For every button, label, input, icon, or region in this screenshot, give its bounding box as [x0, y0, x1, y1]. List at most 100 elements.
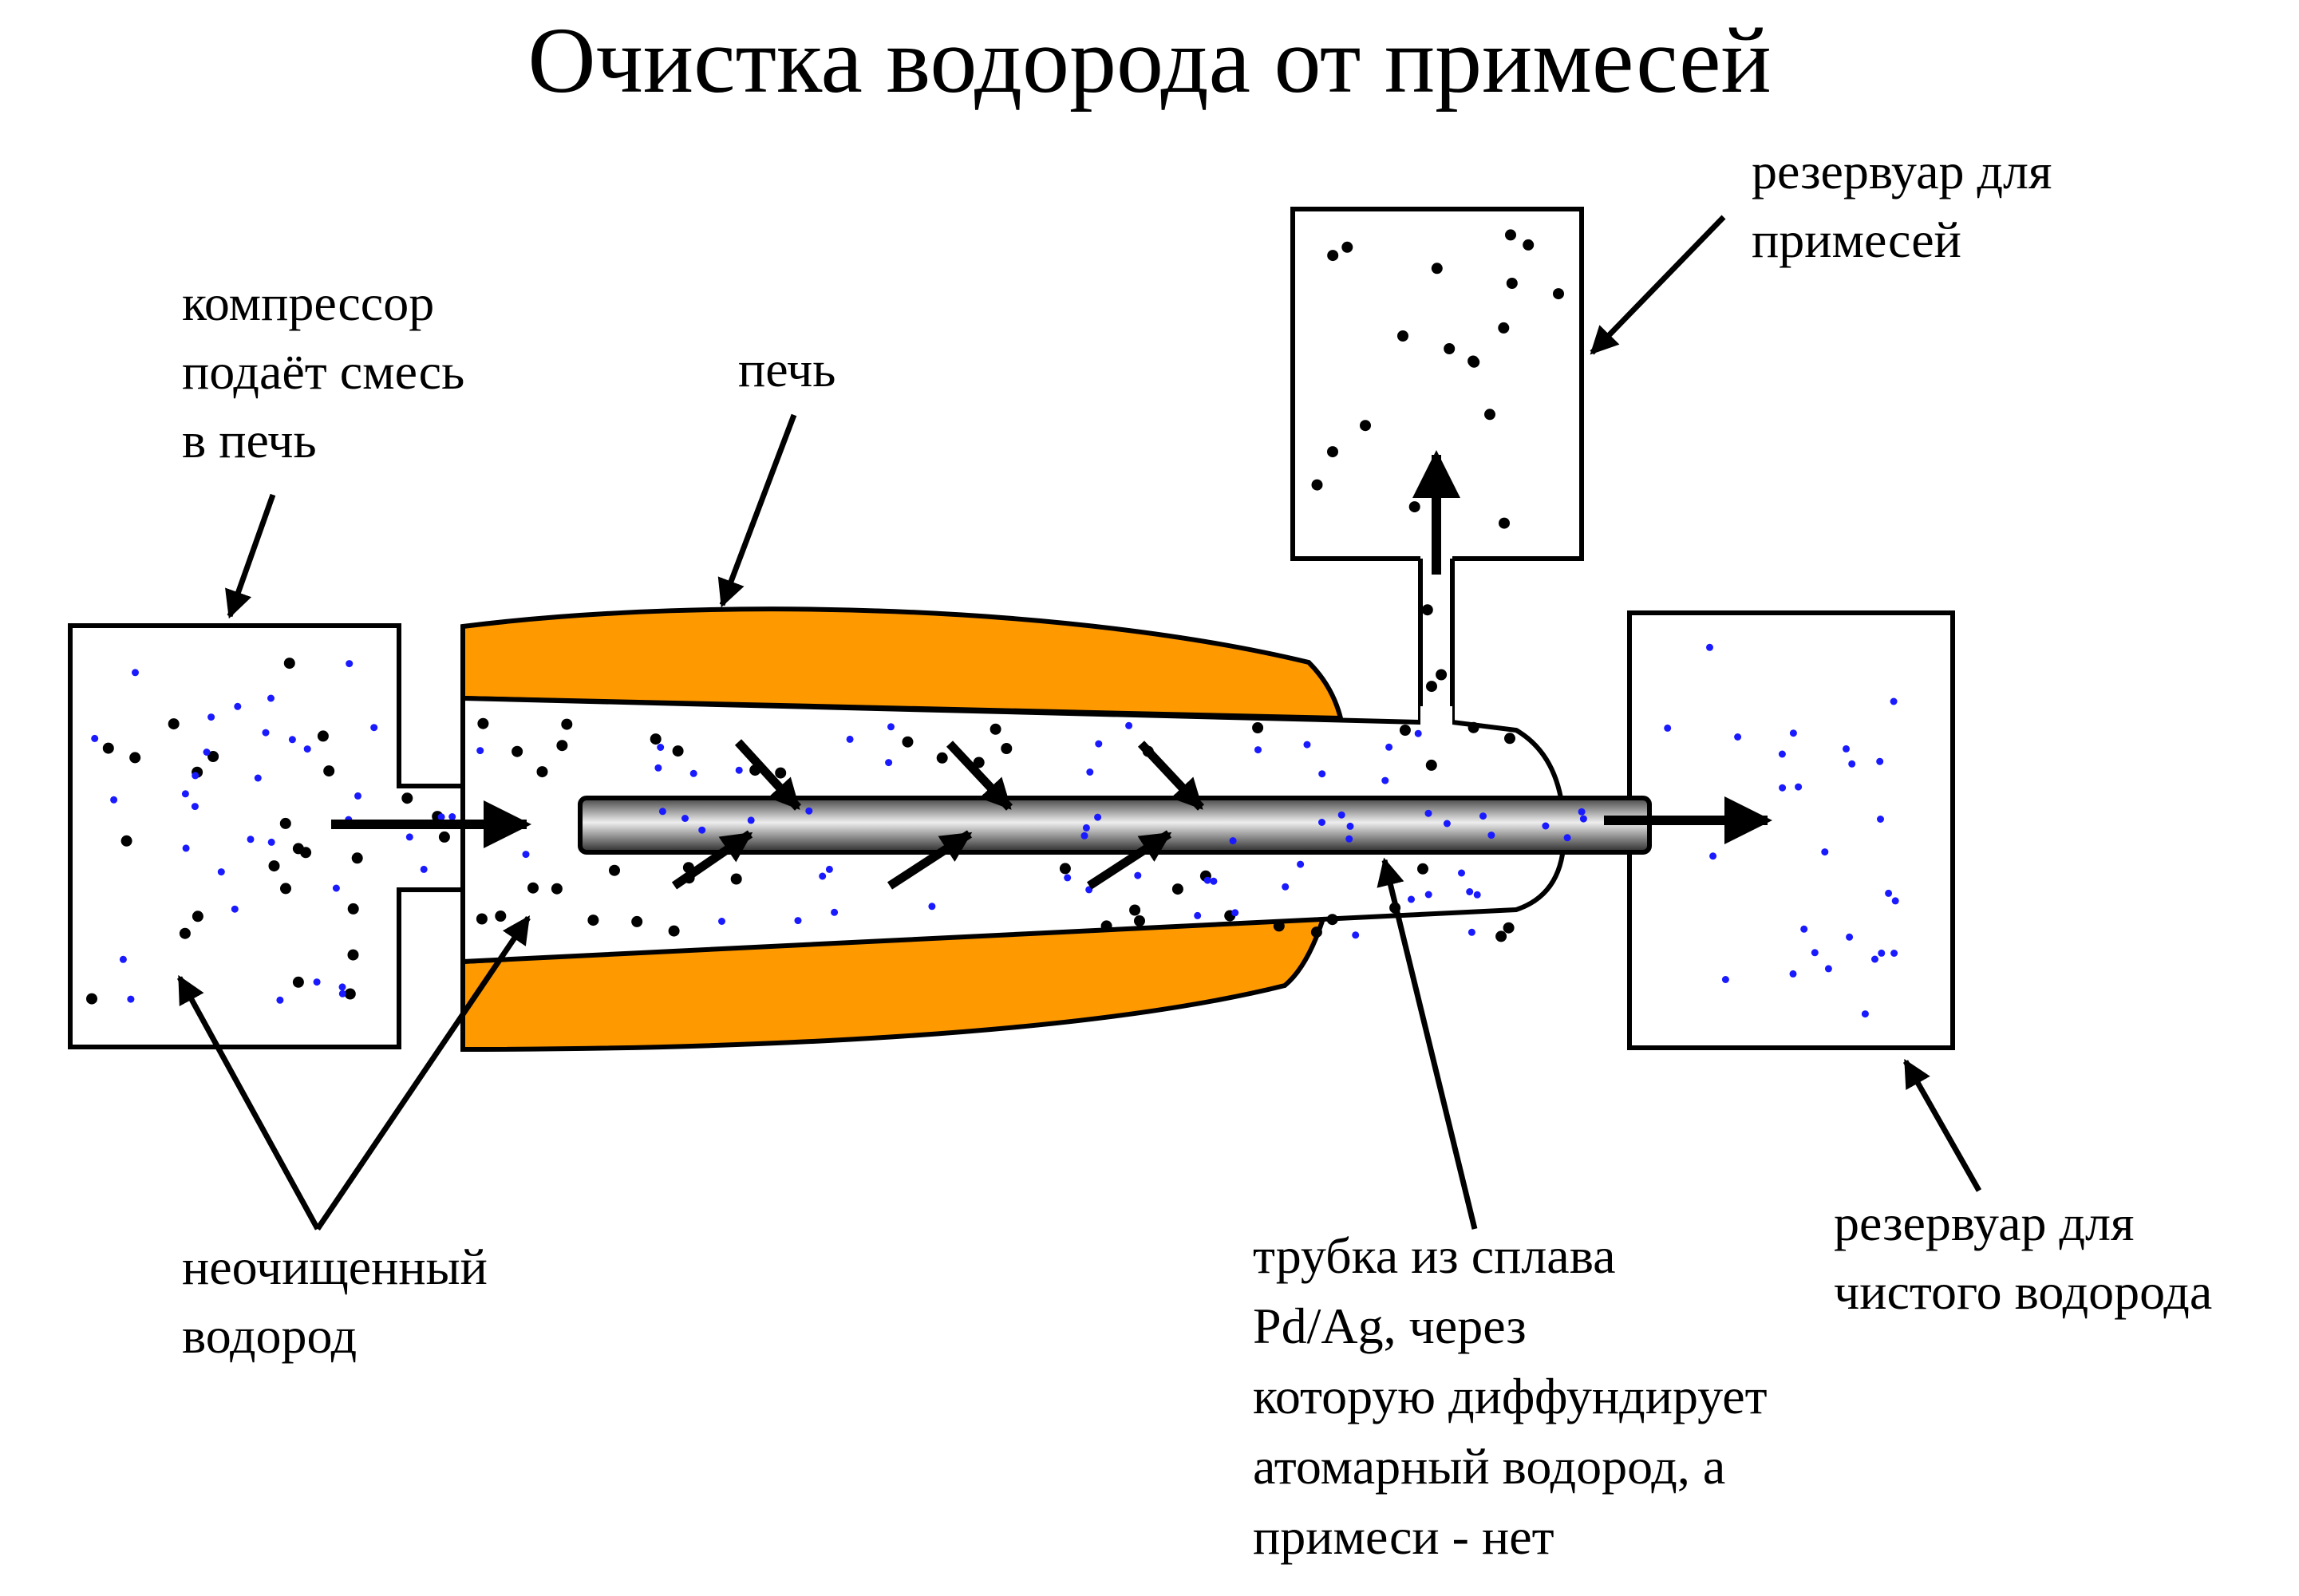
hydrogen-particle — [231, 905, 239, 913]
hydrogen-particle — [1876, 757, 1884, 765]
impurity-particle — [292, 976, 304, 988]
hydrogen-particle — [805, 807, 813, 815]
label-line: водород — [182, 1307, 357, 1364]
diffusion-arrow — [1087, 830, 1172, 890]
impurity-particle — [1399, 725, 1411, 736]
hydrogen-particle — [1848, 760, 1856, 768]
hydrogen-particle — [1318, 819, 1325, 826]
impurity-particle — [730, 873, 742, 885]
impurity-particle — [1327, 446, 1338, 458]
diffusion-arrow — [671, 830, 753, 890]
impurity-particle — [283, 658, 295, 670]
impurity-particle — [1059, 863, 1071, 875]
impurity-particle — [347, 949, 359, 961]
hydrogen-particle — [1877, 816, 1884, 823]
hydrogen-particle — [346, 660, 354, 668]
impurity-particle — [1326, 914, 1338, 926]
impurity-particle — [1252, 722, 1264, 733]
impurity-particle — [192, 911, 203, 922]
impurity-particle — [556, 740, 568, 752]
hydrogen-particle — [1381, 776, 1389, 784]
label-line: резервуар для — [1752, 143, 2052, 200]
hydrogen-particle — [1318, 770, 1326, 778]
unpurified-hydrogen-label: неочищенный водород — [182, 1233, 488, 1370]
impurity-particle — [401, 792, 413, 804]
impurity-particle — [344, 988, 356, 1000]
impurity-particle — [609, 864, 620, 876]
hydrogen-particle — [1458, 869, 1465, 877]
hydrogen-particle — [794, 917, 802, 925]
hydrogen-particle — [91, 734, 99, 742]
impurity-particle — [476, 913, 488, 925]
label-line: Pd/Ag, через — [1253, 1298, 1527, 1354]
hydrogen-particle — [1424, 809, 1432, 817]
hydrogen-particle — [1082, 824, 1090, 832]
hydrogen-particle — [1443, 820, 1451, 828]
impurity-particle — [280, 883, 291, 895]
impurity-particle — [1273, 920, 1285, 932]
hydrogen-particle — [1789, 970, 1797, 978]
impurity-particle — [268, 860, 280, 872]
hydrogen-particle — [1861, 1010, 1869, 1018]
hydrogen-particle — [1878, 949, 1886, 957]
hydrogen-particle — [110, 796, 118, 804]
hydrogen-particle — [262, 729, 270, 737]
hydrogen-particle — [887, 723, 895, 731]
hydrogen-particle — [313, 978, 321, 986]
label-line: атомарный водород, а — [1253, 1438, 1726, 1495]
hydrogen-particle — [1424, 891, 1432, 899]
impurity-particle — [1523, 239, 1535, 251]
hydrogen-particle — [1231, 909, 1239, 917]
hydrogen-particle — [192, 772, 199, 780]
impurity-particle — [495, 911, 507, 922]
hydrogen-particle — [1254, 746, 1262, 754]
hydrogen-particle — [234, 702, 242, 710]
hydrogen-particle — [1303, 741, 1311, 749]
impurity-particle — [168, 718, 180, 730]
label-line: резервуар для — [1834, 1195, 2135, 1251]
label-line: неочищенный — [182, 1238, 488, 1295]
label-line: подаёт смесь — [182, 343, 465, 400]
impurity-particle — [990, 723, 1001, 735]
hydrogen-particle — [127, 995, 135, 1003]
hydrogen-particle — [119, 955, 127, 963]
hydrogen-particle — [332, 884, 340, 892]
hydrogen-particle — [182, 844, 190, 852]
hydrogen-particle — [928, 903, 936, 911]
impurity-particle — [179, 927, 191, 939]
hydrogen-particle — [1352, 931, 1360, 939]
furnace-body-upper — [460, 606, 1344, 721]
hydrogen-particle — [1664, 724, 1672, 732]
hydrogen-particle — [825, 865, 833, 873]
hydrogen-particle — [1408, 895, 1415, 903]
impurity-particle — [1134, 915, 1145, 926]
compressor-box — [68, 623, 465, 1049]
impurity-particle — [1425, 759, 1437, 771]
impurity-particle — [1503, 922, 1515, 934]
impurity-particle — [1498, 322, 1510, 334]
impurity-particle — [512, 745, 523, 757]
hydrogen-particle — [1134, 871, 1142, 879]
hydrogen-particle — [338, 990, 346, 998]
impurity-reservoir-label: резервуар для примесей — [1752, 137, 2052, 275]
hydrogen-particle — [1542, 822, 1550, 830]
hydrogen-particle — [1800, 925, 1808, 933]
impurity-particle — [1341, 241, 1353, 253]
hydrogen-particle — [654, 764, 662, 772]
impurity-particle — [1360, 420, 1371, 432]
label-line: чистого водорода — [1834, 1263, 2213, 1320]
impurity-particle — [1421, 604, 1433, 616]
hydrogen-particle — [698, 826, 706, 834]
impurity-particle — [1327, 250, 1339, 262]
hydrogen-particle — [1890, 697, 1898, 705]
impurity-particle — [668, 925, 680, 937]
hydrogen-particle — [1778, 750, 1786, 758]
diffusion-arrow — [734, 739, 802, 811]
hydrogen-particle — [831, 908, 839, 916]
hydrogen-particle — [1709, 852, 1717, 860]
hydrogen-particle — [437, 813, 445, 821]
impurity-particle — [86, 993, 97, 1005]
impurity-particle — [323, 765, 335, 777]
hydrogen-particle — [1094, 813, 1102, 821]
